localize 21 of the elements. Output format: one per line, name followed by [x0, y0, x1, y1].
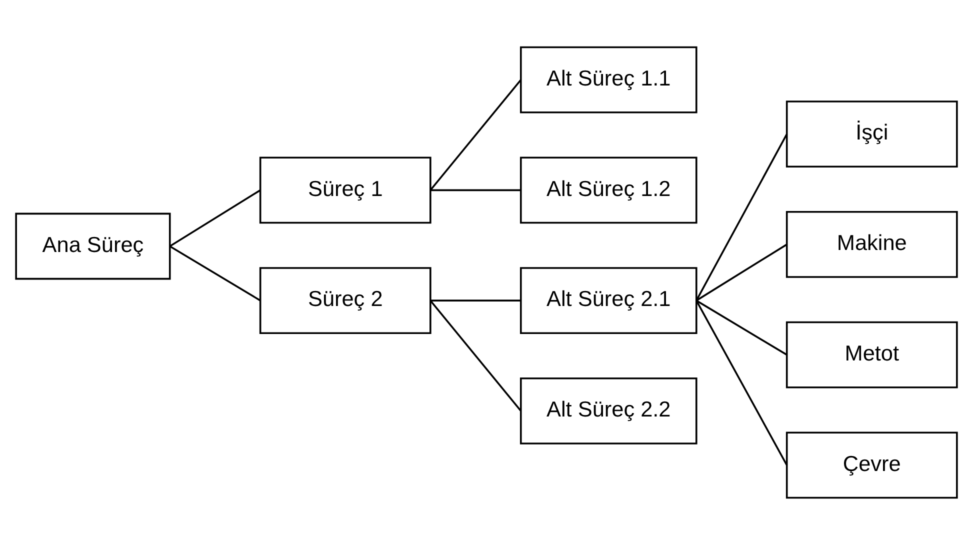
- connector: [430, 189, 521, 192]
- connector: [169, 245, 261, 302]
- connector: [430, 300, 521, 302]
- node-box: Alt Süreç 1.1: [520, 46, 698, 114]
- connector: [430, 79, 522, 191]
- connector: [696, 300, 788, 466]
- node-box: Çevre: [786, 432, 958, 499]
- node-box: Süreç 1: [259, 156, 432, 224]
- node-box: Ana Süreç: [15, 212, 171, 280]
- connector: [696, 300, 788, 356]
- connector: [696, 134, 788, 301]
- node-box: Alt Süreç 1.2: [520, 156, 698, 224]
- node-box: Alt Süreç 2.1: [520, 267, 698, 334]
- connector: [696, 244, 788, 302]
- connector: [169, 189, 261, 248]
- node-box: Makine: [786, 210, 958, 278]
- node-box: İşçi: [786, 100, 958, 168]
- node-box: Süreç 2: [259, 267, 432, 334]
- connector: [430, 300, 522, 412]
- node-box: Alt Süreç 2.2: [520, 377, 698, 444]
- node-box: Metot: [786, 321, 958, 388]
